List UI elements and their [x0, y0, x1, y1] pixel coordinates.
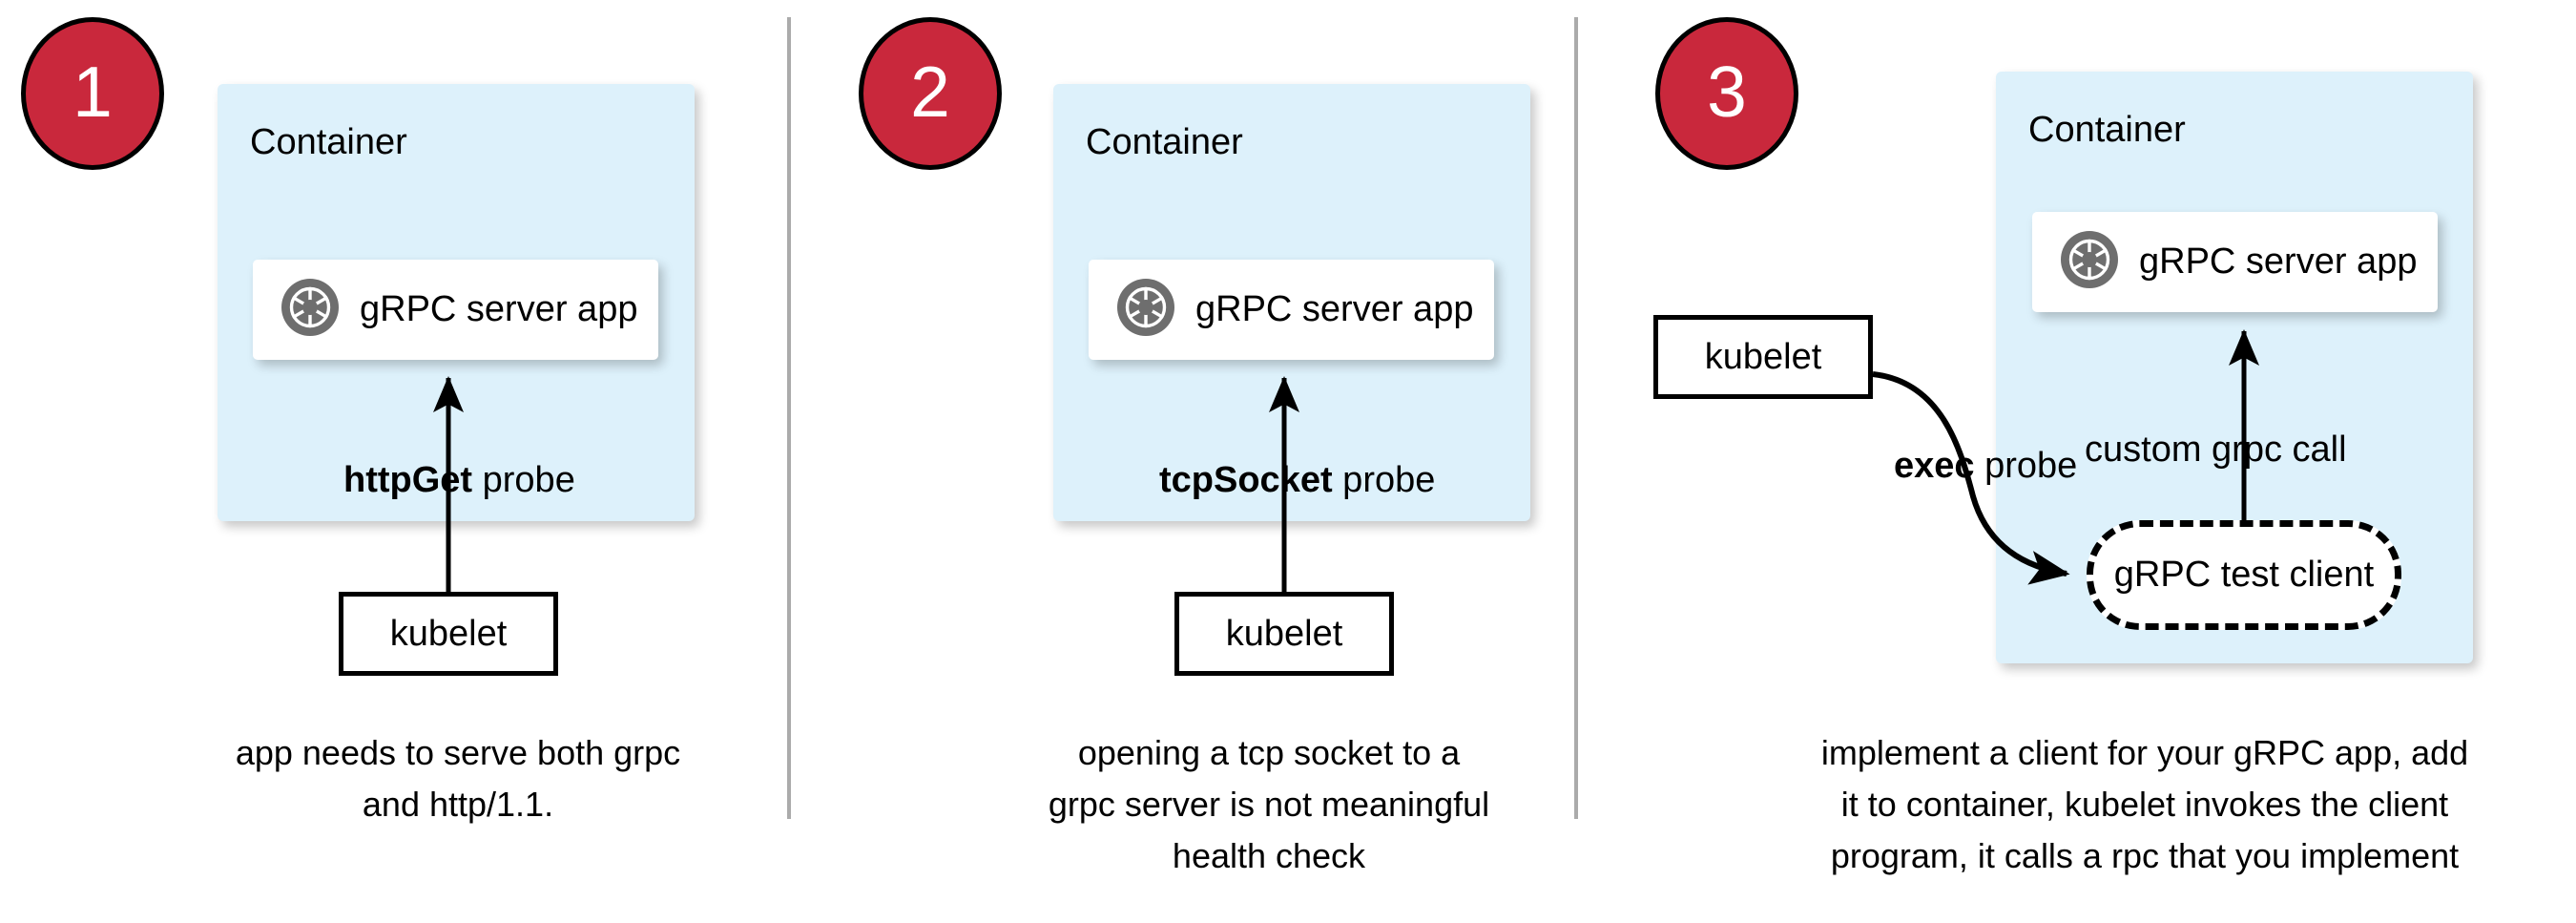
probe-suffix: probe [472, 460, 575, 500]
container-label: Container [2028, 110, 2186, 150]
container-label: Container [1086, 122, 1243, 162]
panel-caption-3: implement a client for your gRPC app, ad… [1820, 733, 2469, 875]
probe-label-2: tcpSocket probe [1159, 460, 1435, 501]
panel-divider-2 [1574, 17, 1578, 819]
grpc-test-client-box: gRPC test client [2087, 520, 2401, 630]
kubelet-box-2: kubelet [1174, 592, 1394, 676]
probe-label-1: httpGet probe [343, 460, 575, 501]
kubelet-label: kubelet [1704, 336, 1822, 377]
probe-suffix: probe [1332, 460, 1436, 500]
app-card-label: gRPC server app [1195, 289, 1474, 329]
panel-divider-1 [787, 17, 791, 819]
step-badge-3: 3 [1655, 17, 1798, 170]
step-badge-2: 2 [859, 17, 1002, 170]
step-badge-1: 1 [21, 17, 164, 170]
app-card-label: gRPC server app [360, 289, 638, 329]
container-label: Container [250, 122, 407, 162]
custom-grpc-call-label: custom grpc call [2085, 430, 2347, 470]
probe-type: httpGet [343, 460, 473, 500]
step-number: 3 [1707, 51, 1747, 132]
panel-caption-1: app needs to serve both grpc and http/1.… [235, 733, 681, 824]
grpc-aperture-icon [2059, 229, 2120, 295]
grpc-server-app-card-2: gRPC server app [1089, 260, 1494, 360]
grpc-aperture-icon [280, 277, 341, 343]
grpc-test-client-label: gRPC test client [2113, 555, 2375, 595]
probe-type: exec [1894, 446, 1975, 486]
step-number: 1 [73, 51, 113, 132]
panel-caption-2: opening a tcp socket to a grpc server is… [1048, 733, 1490, 875]
kubelet-label: kubelet [1225, 613, 1343, 654]
step-number: 2 [910, 51, 950, 132]
probe-type: tcpSocket [1159, 460, 1333, 500]
app-card-label: gRPC server app [2139, 241, 2418, 282]
probe-suffix: probe [1974, 446, 2078, 486]
grpc-server-app-card-1: gRPC server app [253, 260, 658, 360]
kubelet-box-1: kubelet [339, 592, 558, 676]
kubelet-box-3: kubelet [1653, 315, 1873, 399]
probe-label-3: exec probe [1894, 446, 2077, 487]
grpc-aperture-icon [1115, 277, 1176, 343]
grpc-server-app-card-3: gRPC server app [2032, 212, 2438, 312]
kubelet-label: kubelet [389, 613, 508, 654]
